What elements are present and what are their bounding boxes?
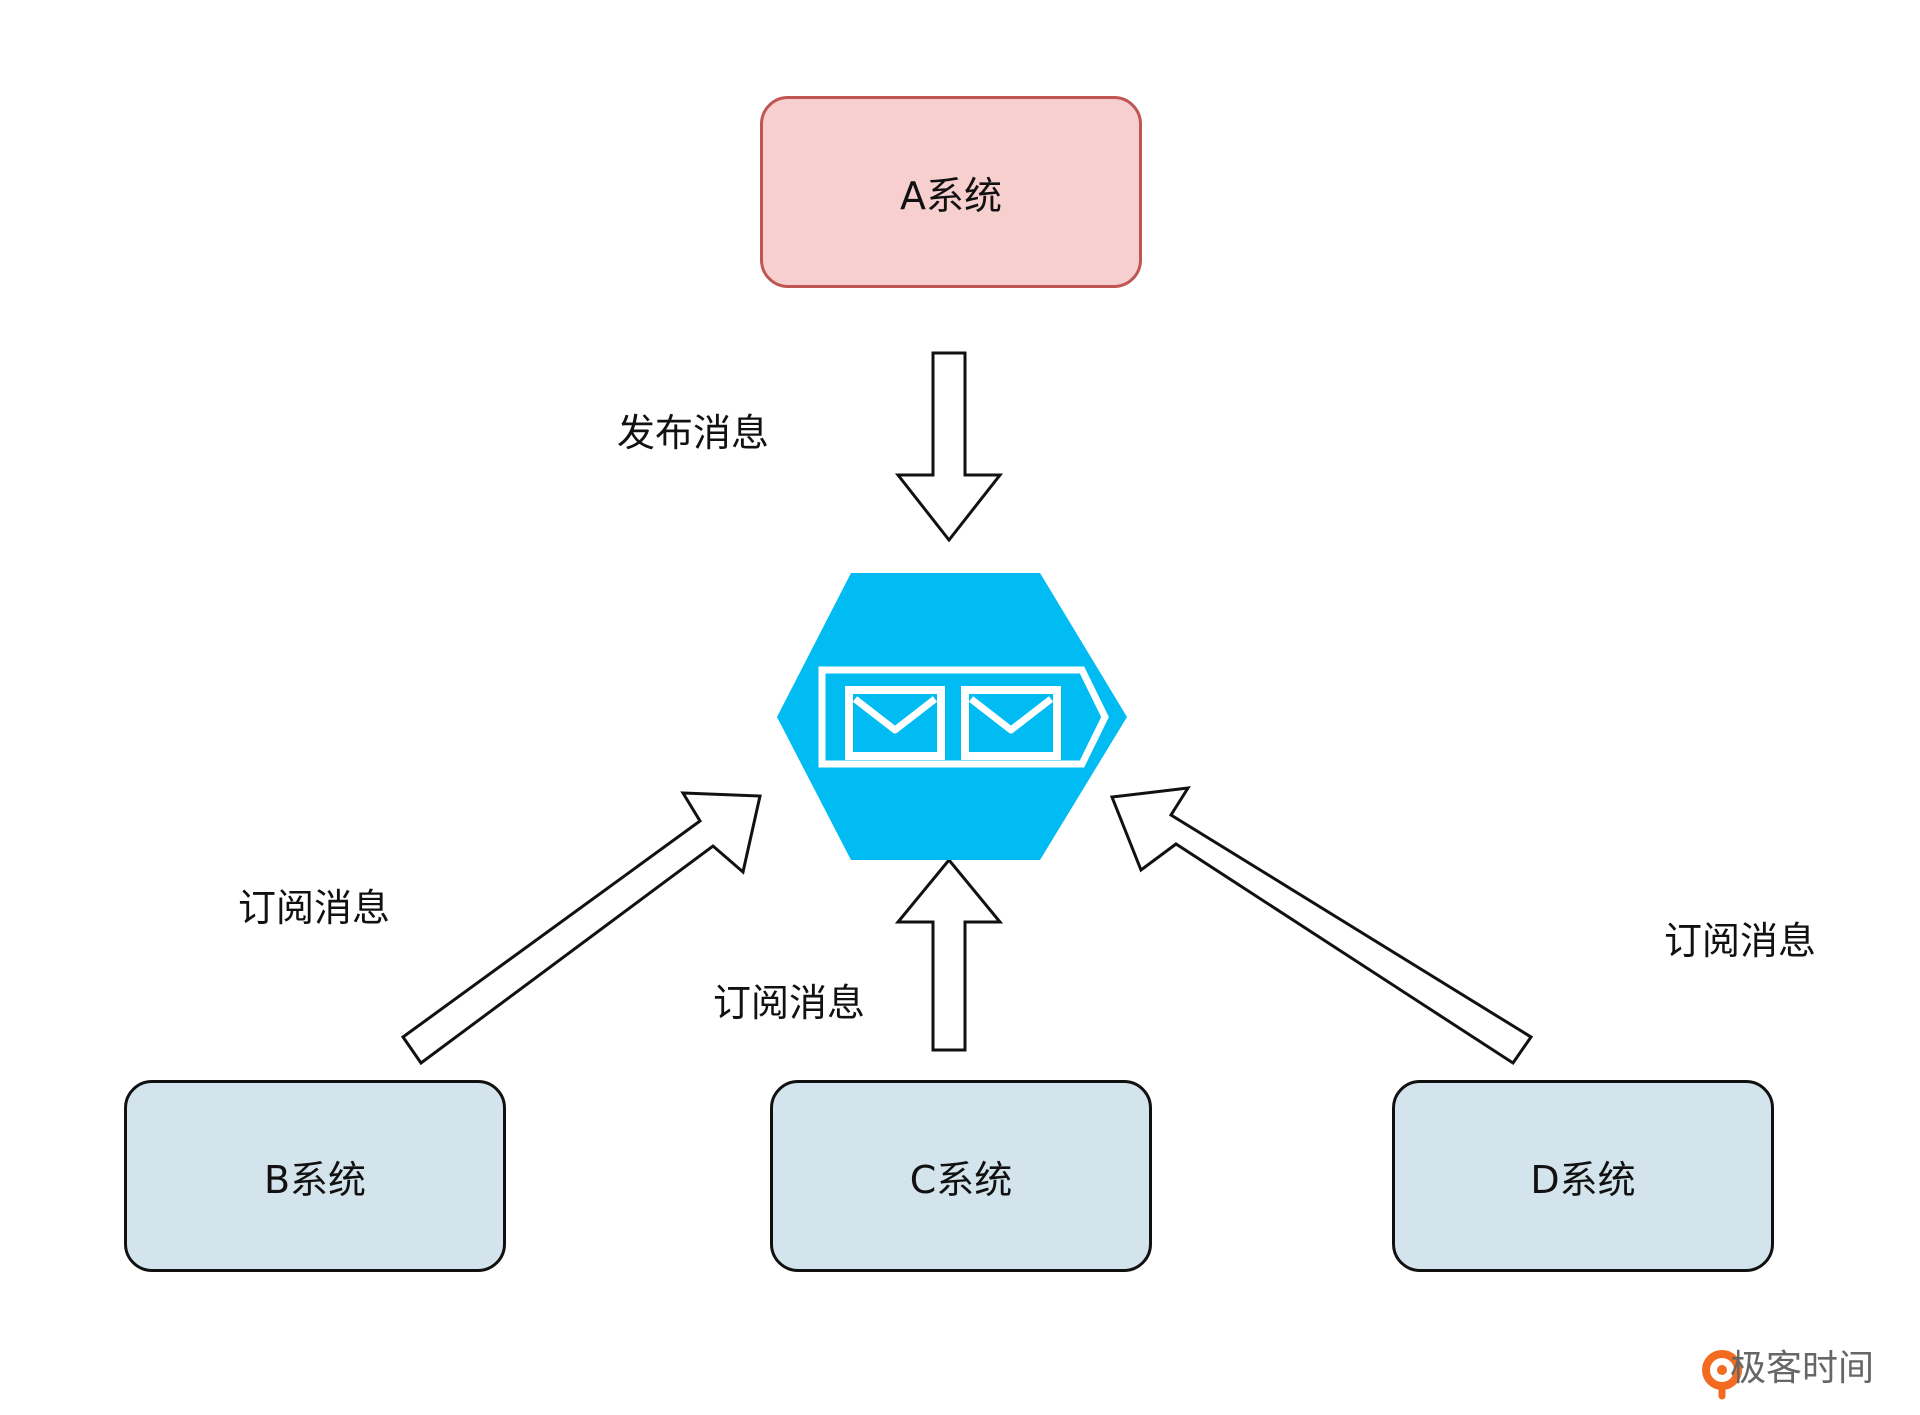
node-a-system: A系统 <box>760 96 1142 288</box>
edge-label-subscribe-c: 订阅消息 <box>713 981 866 1025</box>
node-b-system: B系统 <box>124 1080 506 1272</box>
watermark: 极客时间 <box>1690 1339 1874 1391</box>
node-b-label: B系统 <box>263 1157 367 1202</box>
subscribe-arrow-b <box>400 791 762 1066</box>
edge-label-subscribe-b: 订阅消息 <box>238 886 391 930</box>
watermark-text: 极客时间 <box>1730 1348 1875 1389</box>
node-c-label: C系统 <box>909 1157 1013 1202</box>
subscribe-arrow-d <box>1109 786 1534 1066</box>
geektime-logo-icon <box>1702 1350 1742 1400</box>
subscribe-arrow-c <box>894 857 1004 1052</box>
edge-label-subscribe-d: 订阅消息 <box>1664 919 1817 963</box>
node-c-system: C系统 <box>770 1080 1152 1272</box>
publish-arrow <box>894 351 1004 543</box>
edge-label-publish: 发布消息 <box>617 411 770 455</box>
node-d-system: D系统 <box>1392 1080 1774 1272</box>
message-queue-icon <box>777 573 1127 860</box>
node-d-label: D系统 <box>1530 1157 1636 1202</box>
node-a-label: A系统 <box>900 173 1002 218</box>
